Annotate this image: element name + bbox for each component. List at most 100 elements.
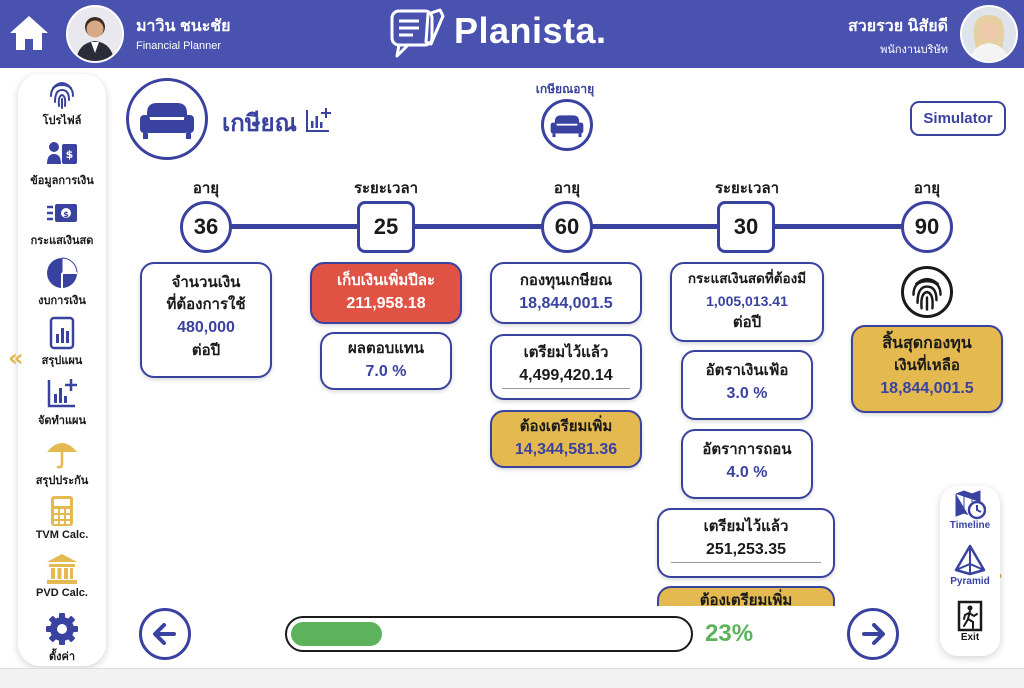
card-label: อัตราเงินเฟ้อ <box>705 362 789 379</box>
bank-icon <box>47 554 77 584</box>
sidebar-item-profile[interactable]: โปรไฟล์ <box>18 76 106 129</box>
card-label: กระแสเงินสดที่ต้องมี <box>687 271 807 286</box>
next-button[interactable] <box>847 608 899 660</box>
planner-name: มาวิน ชนะชัย <box>136 18 231 35</box>
retirement-section-icon <box>541 99 593 151</box>
progress-bar <box>285 616 693 652</box>
annual-saving-card[interactable]: เก็บเงินเพิ่มปีละ 211,958.18 <box>310 262 462 324</box>
retirement-page-icon <box>126 78 208 160</box>
retirement-fund-card[interactable]: กองทุนเกษียณ 18,844,001.5 <box>490 262 642 324</box>
timeline-header-duration: ระยะเวลา <box>353 180 419 197</box>
withdrawal-rate-card[interactable]: อัตราการถอน 4.0 % <box>681 429 813 499</box>
retire-age-node[interactable]: 60 <box>541 201 593 253</box>
sofa-icon <box>550 115 584 138</box>
sidebar-item-label: ตั้งค่า <box>48 651 76 663</box>
exit-button[interactable]: Exit <box>940 600 1000 643</box>
card-label: อัตราการถอน <box>702 441 792 458</box>
card-label: เก็บเงินเพิ่มปีละ <box>336 272 436 289</box>
previous-button[interactable] <box>139 608 191 660</box>
sidebar-item-create-plan[interactable]: จัดทำแผน <box>18 376 106 429</box>
card-label: จำนวนเงิน <box>171 274 241 291</box>
shortfall-card[interactable]: ต้องเตรียมเพิ่ม 14,344,581.36 <box>490 410 642 468</box>
prepared-amount-card[interactable]: เตรียมไว้แล้ว 4,499,420.14 <box>490 334 642 400</box>
sidebar-item-label: สรุปประกัน <box>35 475 89 487</box>
retirement-years-node[interactable]: 30 <box>717 201 775 253</box>
years-to-retire-node[interactable]: 25 <box>357 201 415 253</box>
card-label: ต้องเตรียมเพิ่ม <box>699 592 793 606</box>
card-value: 4.0 % <box>726 464 768 481</box>
view-timeline[interactable]: Timeline <box>940 488 1000 531</box>
prepared-amount-card[interactable]: เตรียมไว้แล้ว 251,253.35 <box>657 508 835 578</box>
simulator-button[interactable]: Simulator <box>910 101 1006 136</box>
timeline-map-icon <box>955 490 986 520</box>
sidebar-item-cash-flow[interactable]: $ กระแสเงินสด <box>18 196 106 249</box>
fund-end-card[interactable]: สิ้นสุดกองทุน เงินที่เหลือ 18,844,001.5 <box>851 325 1003 413</box>
pie-chart-icon <box>47 257 78 288</box>
view-timeline-label: Timeline <box>949 520 991 531</box>
sidebar-item-label: กระแสเงินสด <box>30 235 94 247</box>
shortfall-card[interactable]: ต้องเตรียมเพิ่ม <box>657 586 835 606</box>
svg-text:$: $ <box>66 148 74 161</box>
home-icon[interactable] <box>8 12 50 54</box>
section-title: เกษียณอายุ <box>535 82 595 96</box>
chat-document-logo-icon <box>390 8 445 58</box>
current-age-node[interactable]: 36 <box>180 201 232 253</box>
view-switcher: Timeline Pyramid Exit <box>940 486 1000 656</box>
card-unit: ต่อปี <box>732 314 762 331</box>
arrow-right-icon <box>862 623 885 645</box>
value-underline <box>502 388 630 389</box>
sidebar-item-label: ข้อมูลการเงิน <box>30 175 94 187</box>
main-sidebar: โปรไฟล์ $ ข้อมูลการเงิน $ กระแสเงินสด งบ… <box>18 74 106 666</box>
arrow-left-icon <box>153 623 176 645</box>
sidebar-item-label: จัดทำแผน <box>37 415 87 427</box>
app-logo-text: Planista. <box>454 10 607 51</box>
client-avatar[interactable] <box>960 5 1018 63</box>
gear-icon <box>46 613 78 645</box>
page-title: เกษียณ <box>222 110 297 137</box>
card-value: 4,499,420.14 <box>519 367 613 384</box>
sidebar-item-label: PVD Calc. <box>36 587 88 599</box>
progress-percent: 23% <box>705 620 754 647</box>
card-value: 480,000 <box>177 319 235 336</box>
card-label: เตรียมไว้แล้ว <box>523 344 609 361</box>
card-value: 211,958.18 <box>346 295 426 312</box>
value-underline <box>671 562 821 563</box>
timeline-header-duration: ระยะเวลา <box>714 180 780 197</box>
progress-fill <box>291 622 382 646</box>
sidebar-item-financial-info[interactable]: $ ข้อมูลการเงิน <box>18 136 106 189</box>
card-value: 1,005,013.41 <box>706 293 788 309</box>
life-expectancy-node[interactable]: 90 <box>901 201 953 253</box>
required-cash-flow-card[interactable]: กระแสเงินสดที่ต้องมี 1,005,013.41 ต่อปี <box>670 262 824 342</box>
planner-avatar[interactable] <box>66 5 124 63</box>
card-value: 251,253.35 <box>705 541 787 558</box>
sidebar-item-plan-summary[interactable]: สรุปแผน <box>18 316 106 369</box>
client-role: พนักงานบริษัท <box>880 44 948 56</box>
umbrella-icon <box>47 443 77 469</box>
sidebar-item-label: TVM Calc. <box>35 529 89 541</box>
annual-expense-card[interactable]: จำนวนเงิน ที่ต้องการใช้ 480,000 ต่อปี <box>140 262 272 378</box>
sidebar-item-label: โปรไฟล์ <box>42 115 82 127</box>
report-chart-icon <box>49 316 75 350</box>
card-label: กองทุนเกษียณ <box>519 272 613 289</box>
client-name: สวยรวย นิสัยดี <box>848 18 948 35</box>
sidebar-item-settings[interactable]: ตั้งค่า <box>18 612 106 665</box>
expand-sidebar-icon[interactable]: « <box>8 344 24 372</box>
card-label: ที่ต้องการใช้ <box>166 296 246 313</box>
sidebar-item-pvd-calc[interactable]: PVD Calc. <box>18 552 106 599</box>
chart-add-icon <box>47 379 77 408</box>
sidebar-item-tvm-calc[interactable]: TVM Calc. <box>18 494 106 541</box>
card-label: เงินที่เหลือ <box>894 357 960 374</box>
sidebar-item-insurance-summary[interactable]: สรุปประกัน <box>18 436 106 489</box>
fingerprint-icon <box>50 82 74 109</box>
chart-add-icon[interactable] <box>304 106 332 134</box>
sidebar-item-financial-statement[interactable]: งบการเงิน <box>18 256 106 309</box>
exit-label: Exit <box>960 632 980 643</box>
view-pyramid[interactable]: Pyramid <box>940 544 1000 587</box>
sidebar-item-label: สรุปแผน <box>41 355 83 367</box>
scroll-clip: ต้องเตรียมเพิ่ม <box>657 586 835 606</box>
id-card-money-icon: $ <box>47 142 77 164</box>
planner-role: Financial Planner <box>136 40 221 52</box>
return-rate-card[interactable]: ผลตอบแทน 7.0 % <box>320 332 452 390</box>
inflation-rate-card[interactable]: อัตราเงินเฟ้อ 3.0 % <box>681 350 813 420</box>
card-value: 14,344,581.36 <box>514 441 618 458</box>
